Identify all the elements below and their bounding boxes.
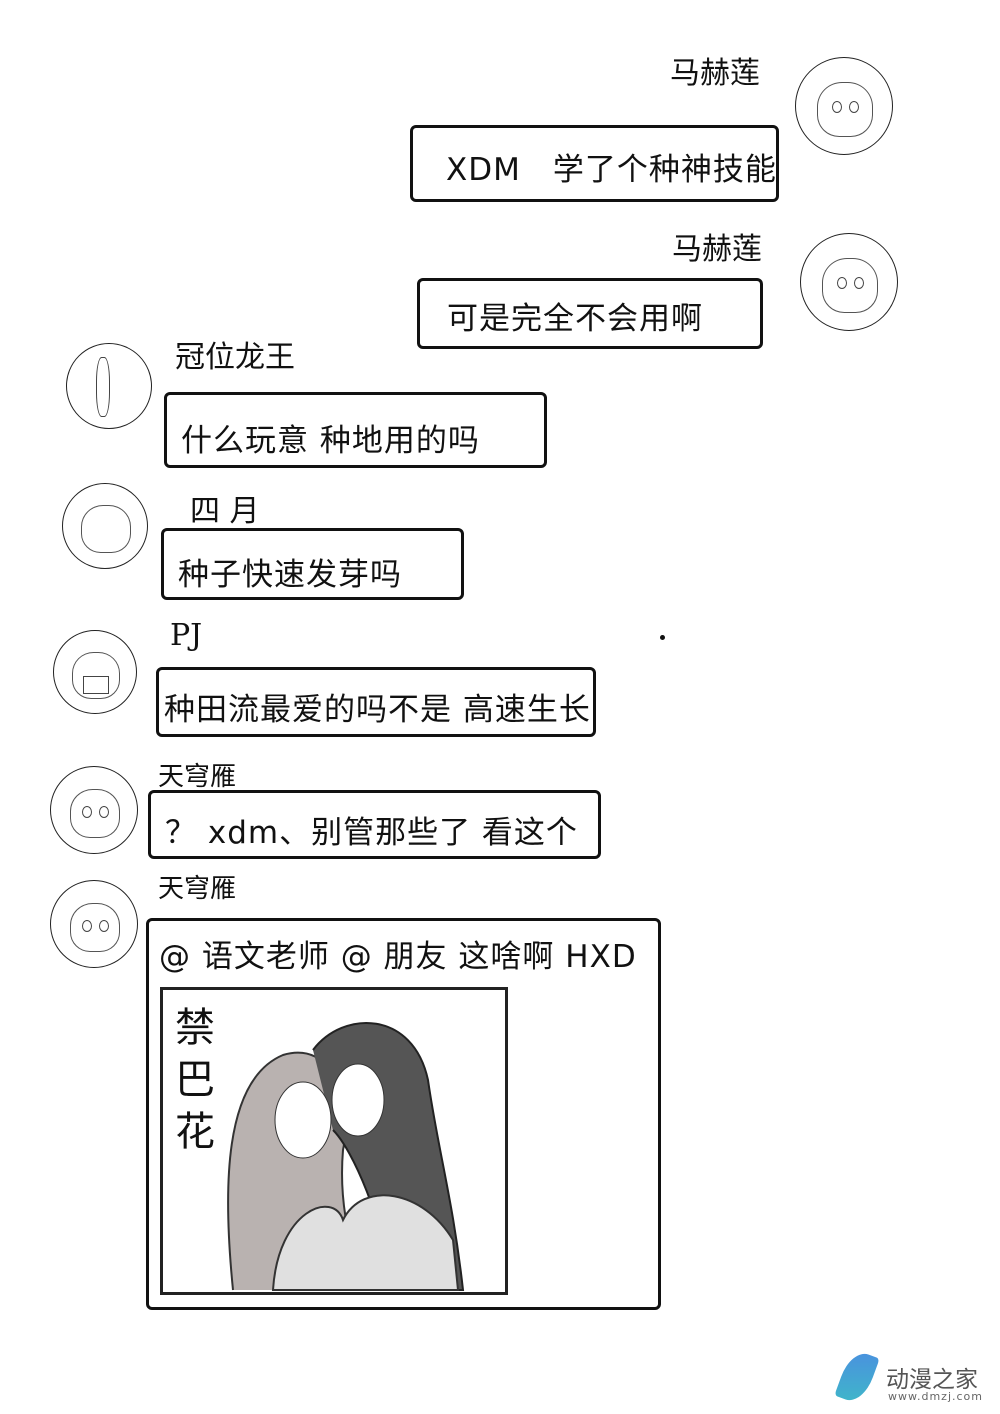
avatar <box>66 343 152 429</box>
message-text: 种田流最爱的吗不是 高速生长 <box>164 692 591 728</box>
message-text: ？ xdm、别管那些了 看这个 <box>165 815 578 851</box>
image-caption: 禁巴花 <box>175 1005 215 1155</box>
message-bubble: XDM 学了个种神技能 <box>410 125 779 202</box>
message-bubble: 种田流最爱的吗不是 高速生长 <box>156 667 596 737</box>
avatar <box>800 233 898 331</box>
avatar <box>53 630 137 714</box>
sender-name: PJ <box>170 618 203 653</box>
sender-name: 四 月 <box>190 494 260 529</box>
message-text: 什么玩意 种地用的吗 <box>181 423 480 459</box>
avatar <box>50 880 138 968</box>
sender-name: 天穹雁 <box>158 762 237 792</box>
message-bubble: 可是完全不会用啊 <box>417 278 763 349</box>
avatar <box>62 483 148 569</box>
message-text: @ 语文老师 @ 朋友 这啥啊 HXD <box>159 939 637 975</box>
watermark-logo-icon <box>834 1348 880 1406</box>
illustration-two-girls <box>227 1021 465 1291</box>
message-text: XDM 学了个种神技能 <box>446 152 777 188</box>
message-bubble: 种子快速发芽吗 <box>161 528 464 600</box>
avatar <box>50 766 138 854</box>
shared-image[interactable]: 禁巴花 <box>160 987 508 1295</box>
sender-name: 冠位龙王 <box>175 340 295 375</box>
sender-name: 马赫莲 <box>670 56 760 91</box>
message-bubble: ？ xdm、别管那些了 看这个 <box>148 790 601 859</box>
stray-dot <box>660 635 665 640</box>
avatar <box>795 57 893 155</box>
sender-name: 天穹雁 <box>158 874 237 904</box>
message-text: 可是完全不会用啊 <box>447 301 703 337</box>
watermark-url: www.dmzj.com <box>888 1390 983 1403</box>
message-bubble: 什么玩意 种地用的吗 <box>164 392 547 468</box>
sender-name: 马赫莲 <box>672 232 762 267</box>
message-text: 种子快速发芽吗 <box>178 557 402 593</box>
watermark-name: 动漫之家 <box>886 1367 978 1393</box>
